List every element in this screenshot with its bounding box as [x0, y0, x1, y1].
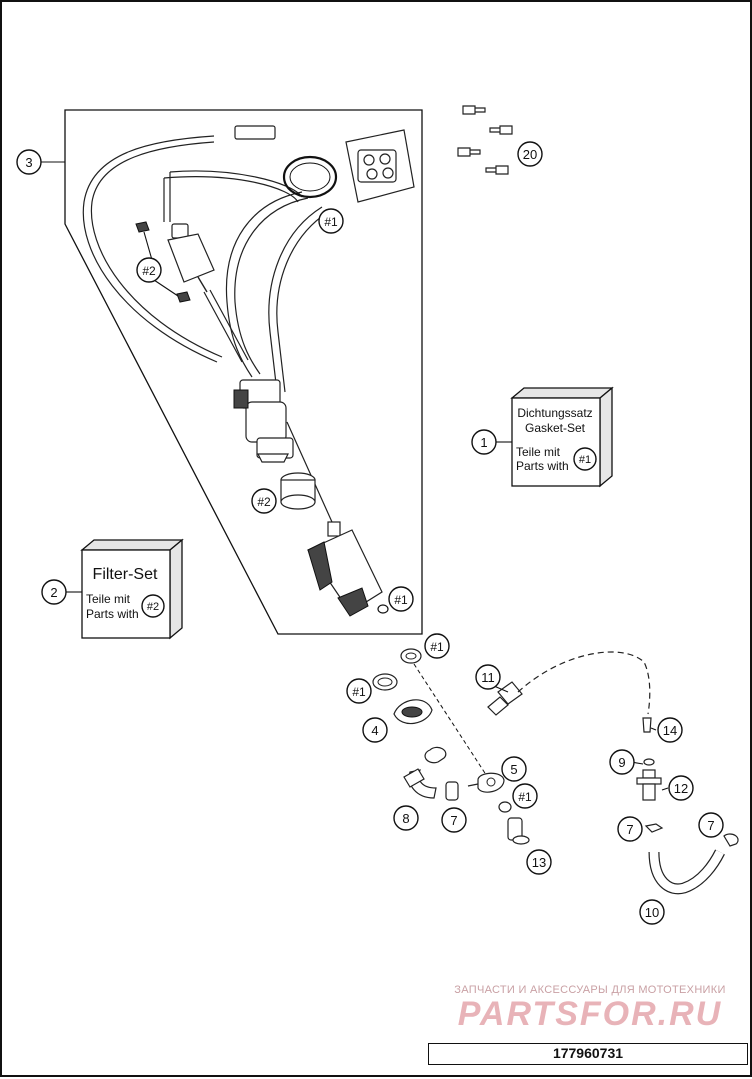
callout-markers	[16, 141, 724, 925]
fuel-pump-body	[307, 521, 383, 617]
hose-clip-small	[176, 291, 191, 303]
pump-mounting-plate	[345, 129, 415, 203]
gasket-set-line4: Parts with	[516, 459, 569, 473]
callout-7-b: 7	[626, 822, 633, 837]
watermark-logo: PARTSFOR.RU	[457, 995, 723, 1033]
callout-7-c: 7	[707, 818, 714, 833]
filter-set-ref: #2	[147, 601, 159, 613]
callout-2: 2	[50, 585, 57, 600]
gasket-set-line1: Dichtungssatz	[517, 406, 592, 420]
gasket-set-line3: Teile mit	[516, 445, 561, 459]
filter-set-line3: Teile mit	[86, 592, 131, 606]
callout-12: 12	[674, 781, 688, 796]
callout-h1-oring: #1	[394, 593, 408, 607]
callout-h2-sleeve: #2	[257, 495, 271, 509]
assembly-3-outline	[64, 109, 423, 635]
fuel-pump-head	[233, 379, 294, 463]
callout-h1-ring: #1	[324, 215, 338, 229]
callout-3: 3	[25, 155, 32, 170]
screw-set	[457, 105, 513, 175]
callout-14: 14	[663, 723, 677, 738]
callout-1: 1	[480, 435, 487, 450]
tank-flange-gasket	[282, 155, 338, 199]
callout-4: 4	[371, 723, 378, 738]
hose-clip-small	[135, 221, 150, 233]
pump-hoses	[82, 125, 333, 523]
callout-5: 5	[510, 762, 517, 777]
callout-20: 20	[523, 147, 537, 162]
fuel-filter	[167, 223, 215, 293]
watermark: ЗАПЧАСТИ И АКСЕССУАРЫ ДЛЯ МОТОТЕХНИКИ PA…	[440, 984, 740, 1032]
filter-set-box	[80, 538, 184, 640]
watermark-tagline: ЗАПЧАСТИ И АКСЕССУАРЫ ДЛЯ МОТОТЕХНИКИ	[454, 984, 726, 996]
callout-9: 9	[618, 755, 625, 770]
callout-7-a: 7	[450, 813, 457, 828]
callout-h1-left: #1	[352, 685, 366, 699]
filter-set-line4: Parts with	[86, 607, 139, 621]
callout-h1-mid: #1	[518, 790, 532, 804]
lower-fittings	[372, 648, 739, 895]
pump-sleeve	[280, 472, 316, 510]
o-ring-small	[377, 604, 389, 614]
callout-13: 13	[532, 855, 546, 870]
part-number-label: 177960731	[428, 1043, 748, 1065]
gasket-set-ref: #1	[579, 454, 591, 466]
filter-set-title: Filter-Set	[93, 566, 158, 583]
callout-h1-top: #1	[430, 640, 444, 654]
callout-h2-filter: #2	[142, 264, 156, 278]
callout-10: 10	[645, 905, 659, 920]
callout-11: 11	[481, 670, 495, 685]
gasket-set-line2: Gasket-Set	[525, 421, 586, 435]
callout-8: 8	[402, 811, 409, 826]
